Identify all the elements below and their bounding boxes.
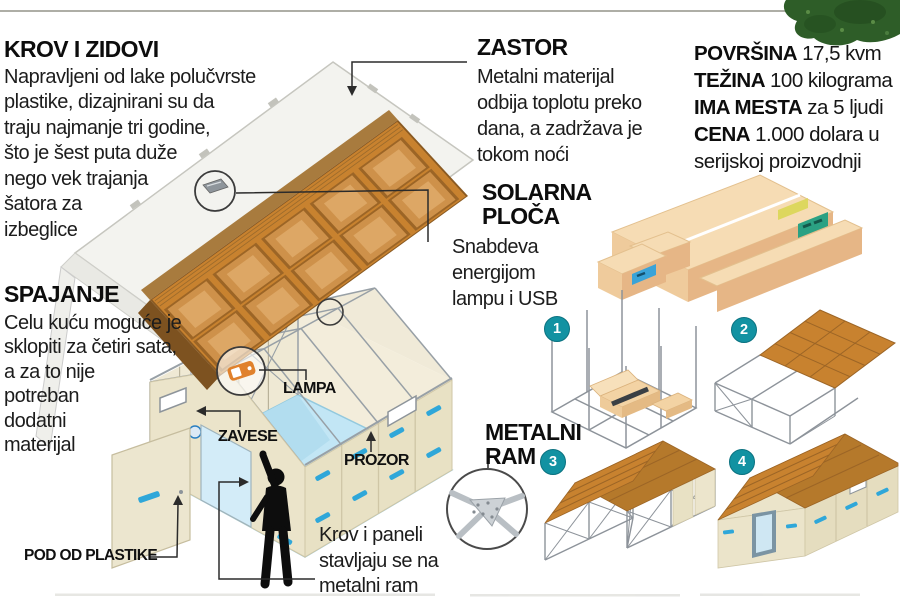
detail-circles	[194, 170, 528, 550]
bottom-crop-band	[55, 593, 860, 597]
solar-detail-circle	[194, 170, 236, 212]
side-window	[387, 394, 417, 428]
step-badge-1: 1	[544, 316, 570, 342]
section-title: SPAJANJE	[4, 281, 120, 307]
spec-label: TEŽINA	[694, 69, 766, 92]
section-title: ZASTOR	[477, 34, 568, 60]
lamp-icon	[227, 361, 256, 381]
section-body: Metalni materijal odbija toplotu preko d…	[477, 65, 643, 166]
step4-illustration	[717, 433, 899, 569]
step1-illustration	[550, 290, 698, 449]
solar-panel	[202, 178, 229, 194]
assembly-note: Krov i paneli stavljaju se na metalni ra…	[319, 524, 439, 597]
label-green	[798, 212, 828, 238]
section-body-solar: Snabdeva energijom lampu i USB	[452, 236, 558, 310]
section-body: Celu kuću moguće je sklopiti za četiri s…	[4, 311, 182, 457]
step-badge-2: 2	[731, 317, 757, 343]
sheet-clips	[129, 83, 421, 210]
section-title-solar: SOLARNA PLOČA	[482, 179, 592, 229]
gable-window	[159, 386, 187, 414]
top-rule	[0, 10, 900, 12]
label-curtains: ZAVESE	[218, 428, 278, 445]
callout-connectors	[150, 61, 489, 580]
lamp-detail-circle	[216, 346, 266, 396]
metal-joint-detail	[446, 468, 528, 550]
spec-label: POVRŠINA	[694, 42, 798, 65]
label-lamp: LAMPA	[283, 380, 336, 397]
ram-connector	[218, 481, 315, 580]
step-badge-3: 3	[540, 449, 566, 475]
spec-label: CENA	[694, 123, 751, 146]
zastor-connector	[351, 61, 467, 87]
section-body: Napravljeni od lake polučvrste plastike,…	[4, 65, 256, 241]
main-shelter-illustration	[111, 287, 454, 589]
tree-foliage	[783, 0, 900, 46]
lampa-connector	[259, 369, 307, 380]
joint-detail-circle-small	[316, 298, 344, 326]
spec-value: 17,5 kvm	[802, 42, 882, 65]
flatpack-boxes	[596, 174, 864, 312]
zavese-connector	[206, 410, 241, 427]
label-window: PROZOR	[344, 452, 409, 469]
near-right-wall	[304, 379, 453, 558]
spec-value: 100 kilograma	[770, 69, 893, 92]
solarna-connector	[235, 189, 429, 242]
section-title-metal-frame: METALNI RAM	[485, 419, 582, 469]
step3-illustration	[544, 440, 716, 561]
section-title: KROV I ZIDOVI	[4, 36, 159, 62]
spec-value: 1.000 dolara u serijskoj proizvodnji	[694, 123, 880, 173]
spec-label: IMA MESTA	[694, 96, 803, 119]
section-roof-walls: KROV I ZIDOVI Napravljeni od lake polučv…	[4, 36, 304, 243]
step-badge-4: 4	[729, 449, 755, 475]
label-yellow	[778, 198, 808, 220]
person-silhouette	[250, 450, 293, 589]
roof-eave-strip	[138, 300, 220, 390]
far-gable	[298, 288, 452, 380]
door-opening	[200, 423, 252, 529]
roof-panels	[138, 110, 468, 390]
section-assembly: SPAJANJE Celu kuću moguće je sklopiti za…	[4, 281, 244, 458]
label-plastic-floor: POD OD PLASTIKE	[24, 547, 158, 564]
pod-connector	[150, 503, 179, 558]
connector-arrowheads	[173, 86, 376, 505]
blue-accents	[315, 405, 442, 523]
step2-illustration	[714, 309, 896, 445]
section-shade: ZASTOR Metalni materijal odbija toplotu …	[477, 34, 687, 168]
spec-value: za 5 ljudi	[807, 96, 884, 119]
